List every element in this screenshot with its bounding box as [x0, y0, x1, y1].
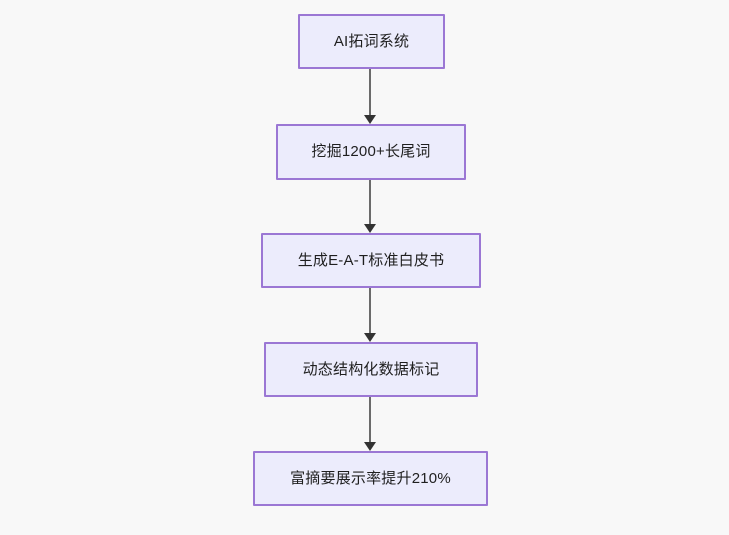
flow-node-label: 动态结构化数据标记 [302, 360, 440, 378]
flow-node-label: 富摘要展示率提升210% [290, 469, 451, 487]
edge-n3-n4 [359, 288, 381, 342]
flow-node-ai-keyword-system[interactable]: AI拓词系统 [298, 14, 445, 69]
arrowhead-icon [364, 115, 376, 124]
flow-node-label: 挖掘1200+长尾词 [311, 143, 431, 160]
flow-node-dynamic-structured-data-markup[interactable]: 动态结构化数据标记 [264, 342, 478, 397]
edge-n2-n3 [359, 180, 381, 233]
edge-line [369, 288, 371, 333]
arrowhead-icon [364, 333, 376, 342]
edge-line [369, 180, 371, 224]
flow-node-mine-longtail-keywords[interactable]: 挖掘1200+长尾词 [276, 124, 466, 180]
flow-node-label: 生成E-A-T标准白皮书 [297, 251, 445, 269]
arrowhead-icon [364, 442, 376, 451]
flow-node-label: AI拓词系统 [333, 32, 410, 50]
arrowhead-icon [364, 224, 376, 233]
edge-n1-n2 [359, 69, 381, 124]
edge-line [369, 69, 371, 115]
flow-node-generate-eat-whitepaper[interactable]: 生成E-A-T标准白皮书 [261, 233, 481, 288]
edge-n4-n5 [359, 397, 381, 451]
flow-node-rich-snippet-impression-lift[interactable]: 富摘要展示率提升210% [253, 451, 488, 506]
edge-line [369, 397, 371, 442]
